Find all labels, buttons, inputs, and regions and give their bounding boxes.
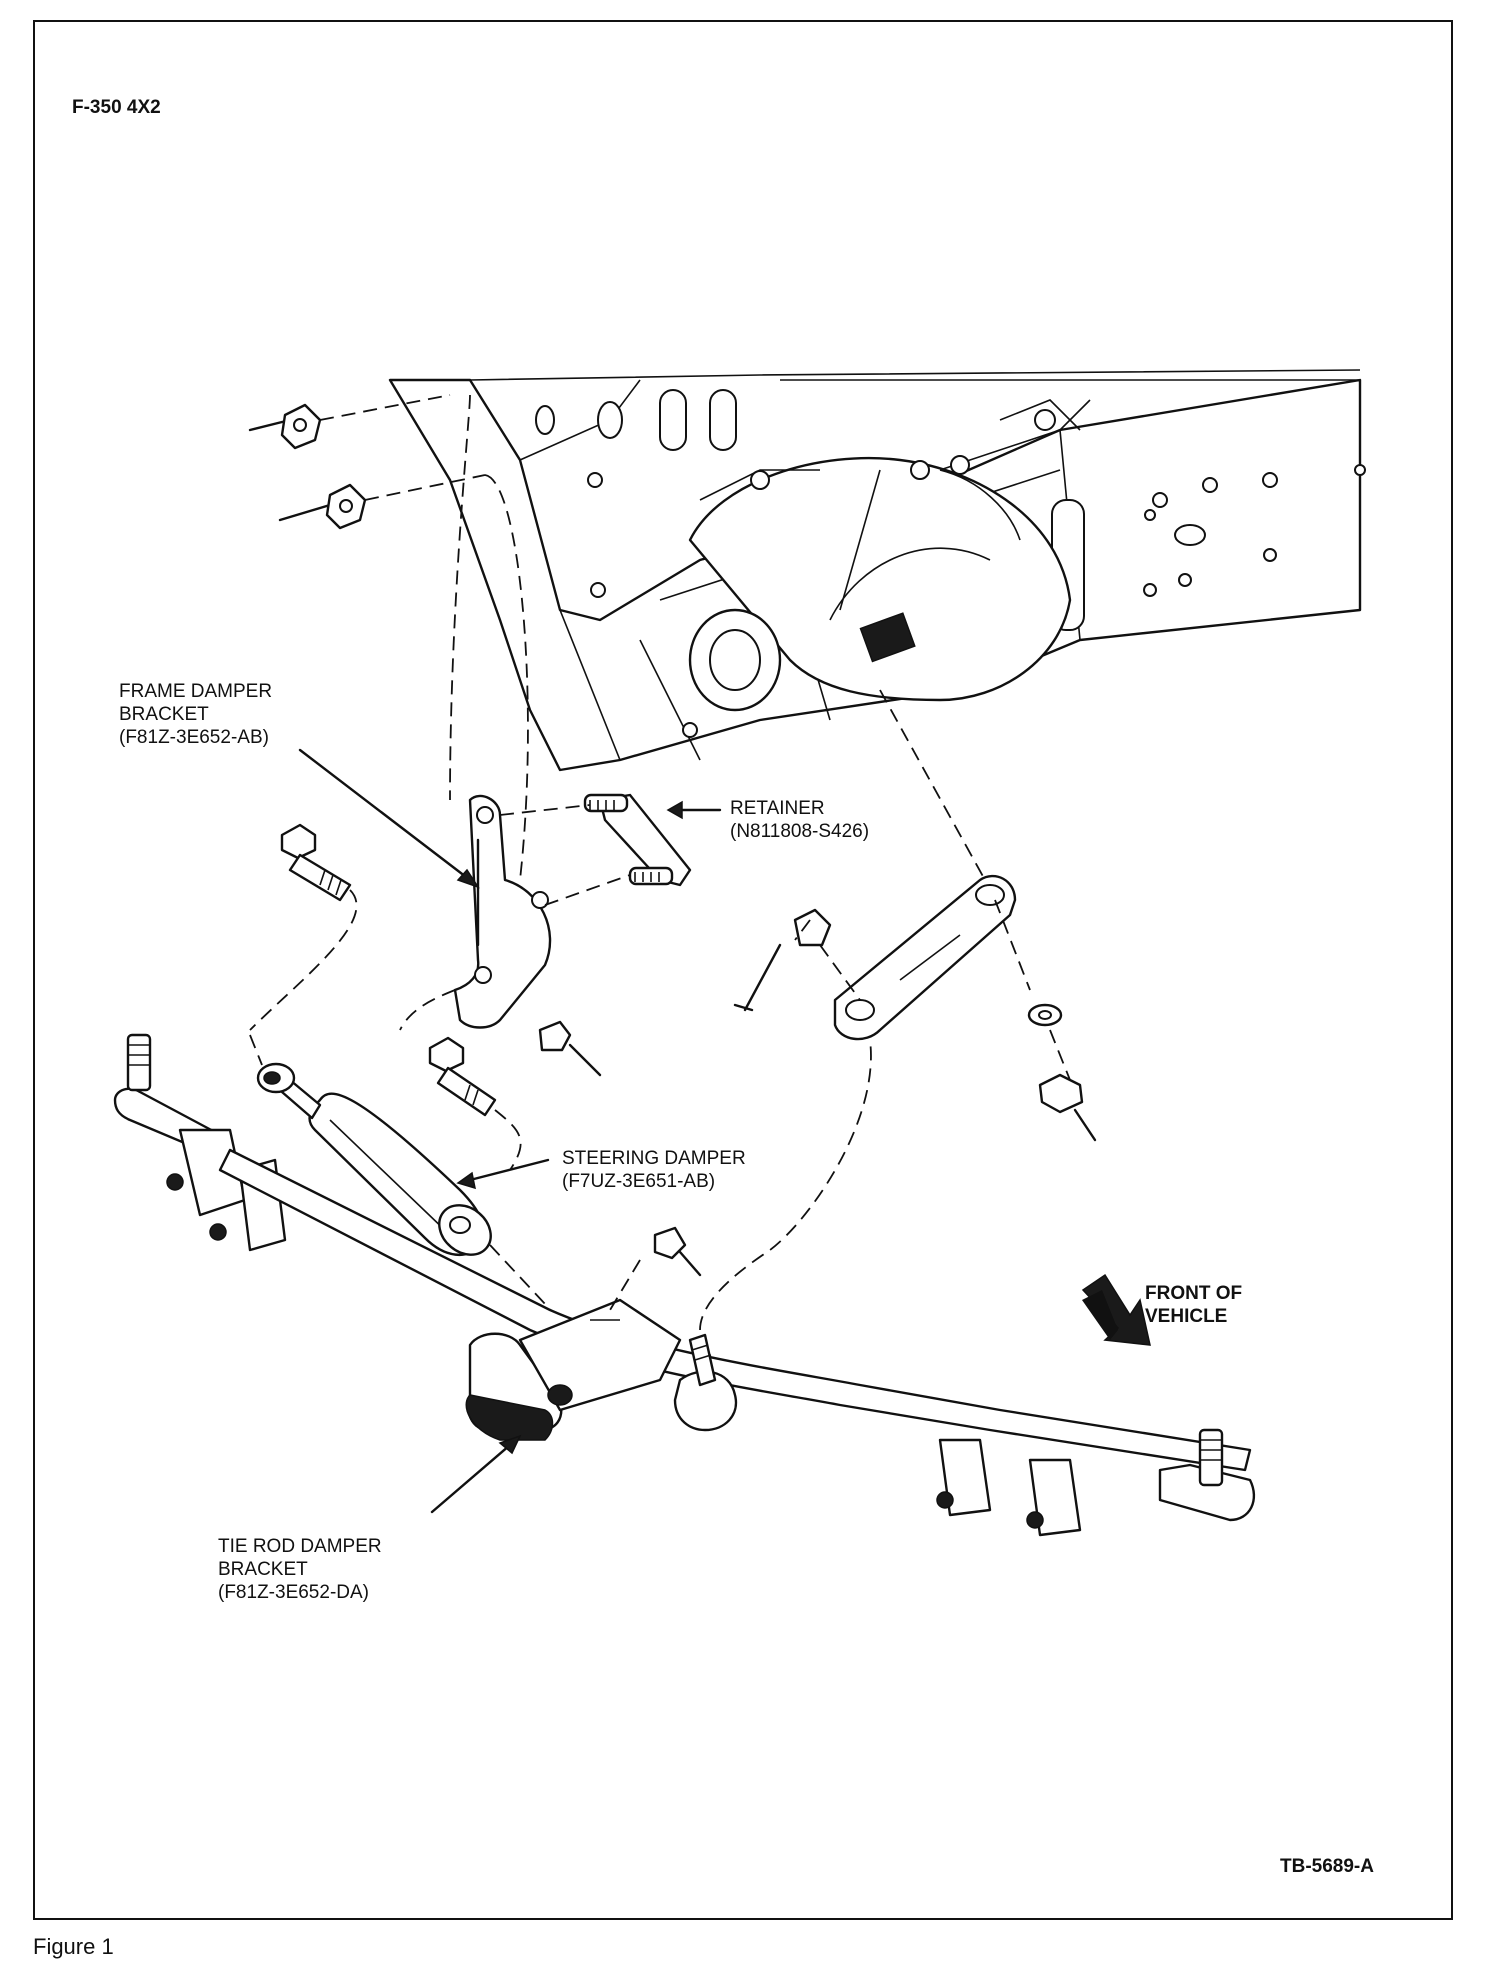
drawing-id: TB-5689-A: [1280, 1856, 1374, 1877]
front-line1: FRONT OF: [1145, 1283, 1243, 1304]
tie-rod-line1: TIE ROD DAMPER: [218, 1536, 382, 1557]
steering-damper-line1: STEERING DAMPER: [562, 1148, 746, 1169]
vehicle-frame: [388, 369, 1366, 772]
damper-bolt-upper: [249, 823, 358, 1031]
frame-bracket-line1: FRAME DAMPER: [119, 681, 273, 702]
figure-border: [33, 20, 1453, 1920]
frame-damper-bracket: [453, 794, 552, 1029]
model-title: F-350 4X2: [72, 97, 161, 118]
front-arrow-icon: [1081, 1273, 1151, 1346]
retainer-part: [583, 793, 692, 887]
figure-caption: Figure 1: [33, 1934, 114, 1959]
steering-damper-part: (F7UZ-3E651-AB): [562, 1171, 716, 1192]
retainer-line1: RETAINER: [730, 798, 825, 819]
retainer-part: (N811808-S426): [730, 821, 870, 842]
steering-damper: [249, 1034, 492, 1257]
frame-bolts: [248, 394, 486, 530]
tie-rod-assembly: [113, 1033, 1256, 1537]
frame-bracket-label: FRAME DAMPER BRACKET (F81Z-3E652-AB): [119, 680, 272, 749]
damper-bolt-lower: [428, 1036, 522, 1171]
frame-bracket-part: (F81Z-3E652-AB): [119, 727, 269, 748]
steering-damper-label: STEERING DAMPER (F7UZ-3E651-AB): [562, 1147, 746, 1193]
tie-rod-line2: BRACKET: [218, 1559, 308, 1580]
tie-rod-part: (F81Z-3E652-DA): [218, 1582, 369, 1603]
bracket-nut: [538, 1020, 602, 1077]
castle-nut: [733, 908, 861, 1012]
front-of-vehicle-label: FRONT OF VEHICLE: [1145, 1282, 1242, 1328]
tie-rod-bracket-label: TIE ROD DAMPER BRACKET (F81Z-3E652-DA): [218, 1535, 382, 1604]
idler-arm: [833, 689, 1097, 1142]
frame-bracket-line2: BRACKET: [119, 704, 209, 725]
callout-arrows: [298, 748, 722, 1514]
front-line2: VEHICLE: [1145, 1306, 1228, 1327]
retainer-label: RETAINER (N811808-S426): [730, 797, 869, 843]
